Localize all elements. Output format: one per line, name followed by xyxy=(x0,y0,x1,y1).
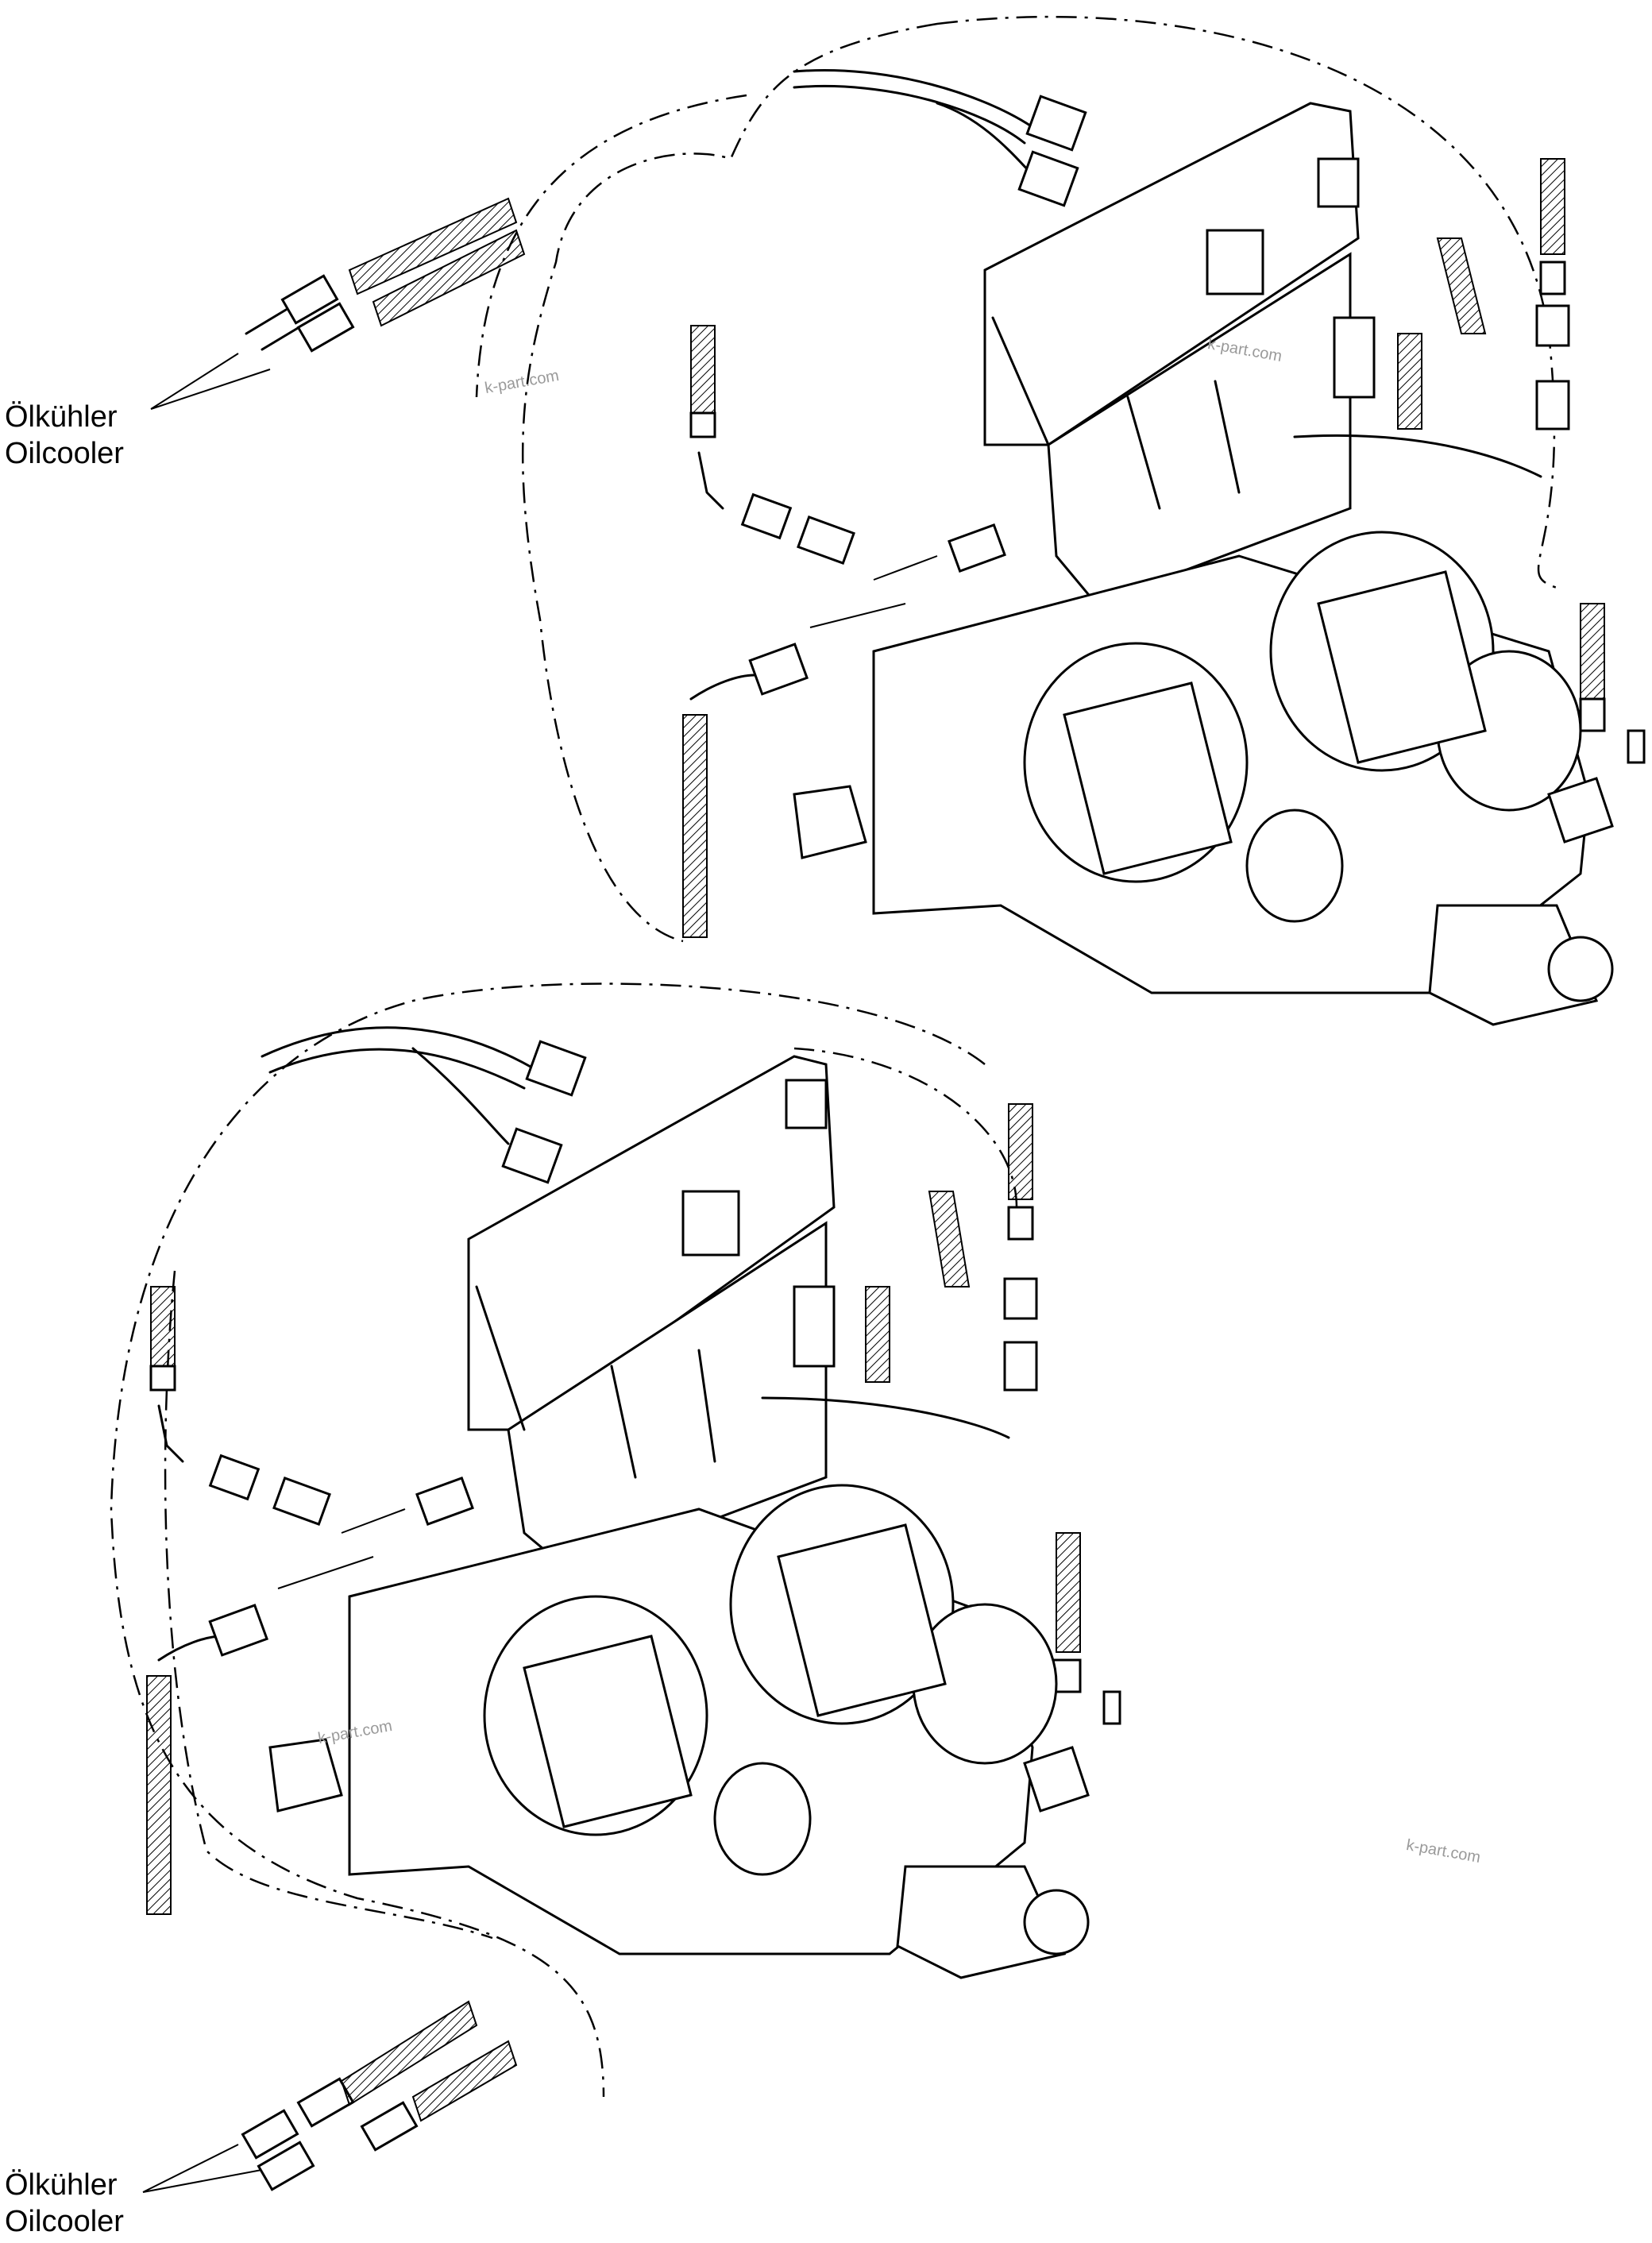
oilcooler-label-bottom-de: Ölkühler xyxy=(5,2168,118,2202)
oilcooler-label-bottom-en: Oilcooler xyxy=(5,2205,124,2238)
oilcooler-hoses-top xyxy=(245,197,526,353)
oilcooler-hoses-bottom xyxy=(241,2000,518,2191)
top-assembly xyxy=(150,15,1646,1026)
oilcooler-label-top-en: Oilcooler xyxy=(5,437,124,470)
bottom-assembly xyxy=(110,983,1121,2193)
oilcooler-label-top-de: Ölkühler xyxy=(5,400,118,434)
